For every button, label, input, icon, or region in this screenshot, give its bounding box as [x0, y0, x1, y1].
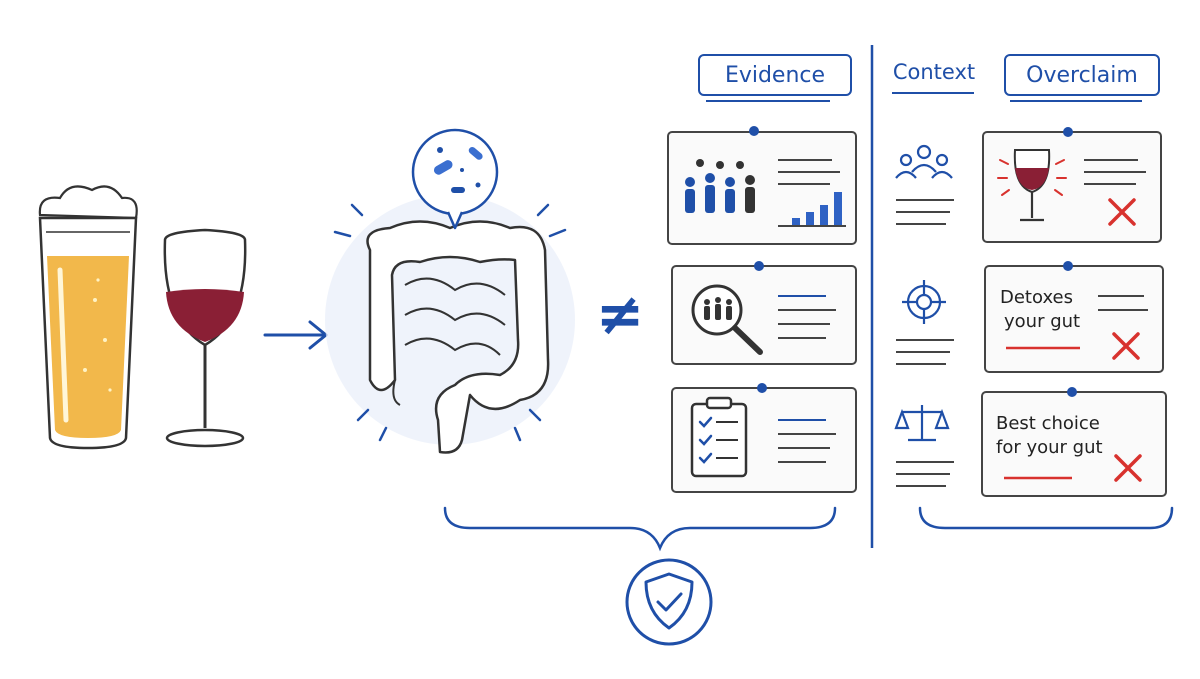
bar-chart-icon [792, 192, 842, 226]
arrow-right-icon [263, 320, 328, 350]
overclaim-card-best-choice [981, 387, 1167, 497]
overclaim-label: Overclaim [1004, 54, 1160, 96]
shield-check-icon [625, 558, 713, 646]
brace-evidence [443, 506, 837, 552]
overclaim-text-detox-line1: Detoxes [1000, 287, 1074, 308]
wine-glass-small-icon [997, 149, 1067, 222]
wine-glass-icon [163, 228, 247, 448]
context-underline [892, 92, 974, 94]
brace-overclaim [918, 506, 1174, 530]
magnifier-icon [691, 284, 763, 355]
context-lines-1 [896, 199, 954, 225]
evidence-label: Evidence [698, 54, 852, 96]
overclaim-card-wine [982, 127, 1162, 243]
overclaim-text-detox-line2: your gut [1004, 311, 1081, 332]
scales-icon [894, 405, 950, 442]
context-label: Context [892, 60, 976, 84]
evidence-card-study-population [667, 126, 857, 245]
not-equal-symbol: ≠ [595, 280, 645, 348]
overclaim-text-detox: Detoxes your gut [1000, 286, 1096, 334]
intestine-icon [325, 128, 575, 454]
cross-icon [1108, 198, 1136, 226]
clipboard-checklist-icon [690, 396, 748, 478]
context-lines-2 [896, 339, 954, 365]
cross-icon [1112, 332, 1140, 360]
evidence-card-magnifier [671, 261, 857, 365]
people-group-icon [685, 159, 755, 213]
cross-icon [1114, 454, 1142, 482]
overclaim-text-best-choice: Best choice for your gut [996, 412, 1126, 460]
overclaim-text-best-choice-line1: Best choice [996, 413, 1100, 434]
target-icon [902, 280, 946, 324]
context-lines-3 [896, 461, 954, 487]
evidence-underline [706, 100, 830, 102]
overclaim-card-detox [984, 261, 1164, 373]
overclaim-text-best-choice-line2: for your gut [996, 437, 1103, 458]
context-people-icon [895, 144, 953, 179]
overclaim-underline [1010, 100, 1142, 102]
evidence-card-checklist [671, 383, 857, 493]
beer-glass-icon [38, 185, 138, 450]
